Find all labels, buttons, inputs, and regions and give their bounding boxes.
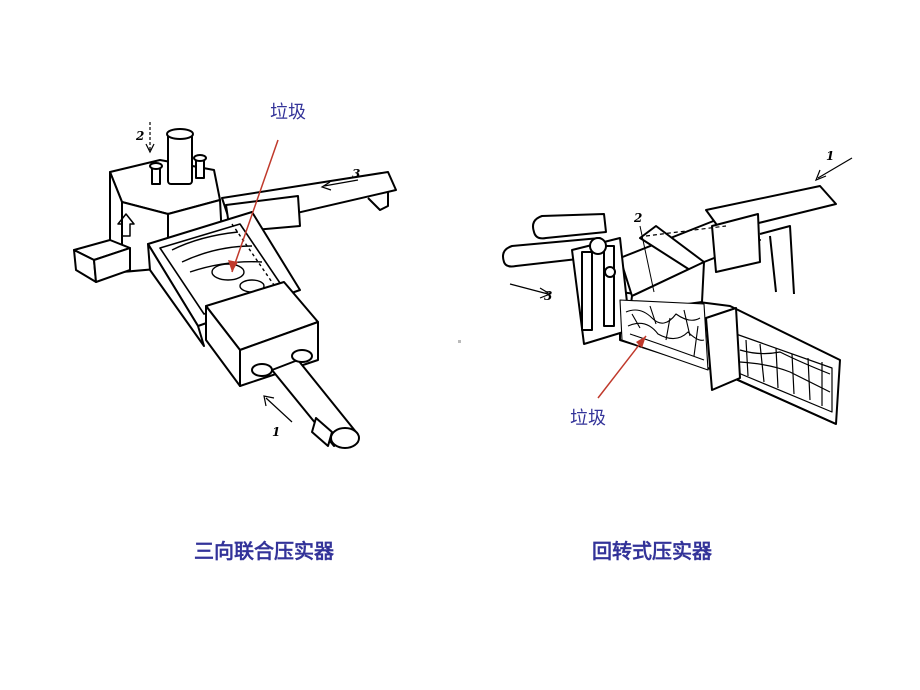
number-2-right: 2 <box>633 211 642 225</box>
arrow-1-left <box>265 397 293 423</box>
garbage-callout-arrowhead-right <box>636 336 646 348</box>
center-dot <box>458 340 461 343</box>
three-way-compactor-illustration <box>73 128 397 449</box>
left-number-markers: 2 3 1 <box>135 122 360 439</box>
rotary-compactor-illustration <box>502 185 841 425</box>
caption-three-way-compactor: 三向联合压实器 <box>194 539 334 563</box>
garbage-label-left: 垃圾 <box>270 102 306 123</box>
right-number-markers: 1 2 3 <box>509 149 853 303</box>
arrow-3-left <box>323 179 359 187</box>
number-1-right: 1 <box>826 149 834 163</box>
arrow-1-right <box>817 157 853 179</box>
arrow-3-right <box>509 283 549 295</box>
number-1-left: 1 <box>272 425 280 439</box>
garbage-label-right: 垃圾 <box>570 408 606 429</box>
leader-2-right <box>639 225 655 293</box>
number-3-left: 3 <box>352 167 360 181</box>
number-3-right: 3 <box>544 289 552 303</box>
garbage-callout-arrowhead-left <box>228 260 238 272</box>
number-2-left: 2 <box>135 129 144 143</box>
garbage-callout-arrow-right <box>597 335 647 399</box>
garbage-callout-arrow-left <box>231 139 279 273</box>
caption-rotary-compactor: 回转式压实器 <box>592 539 712 563</box>
